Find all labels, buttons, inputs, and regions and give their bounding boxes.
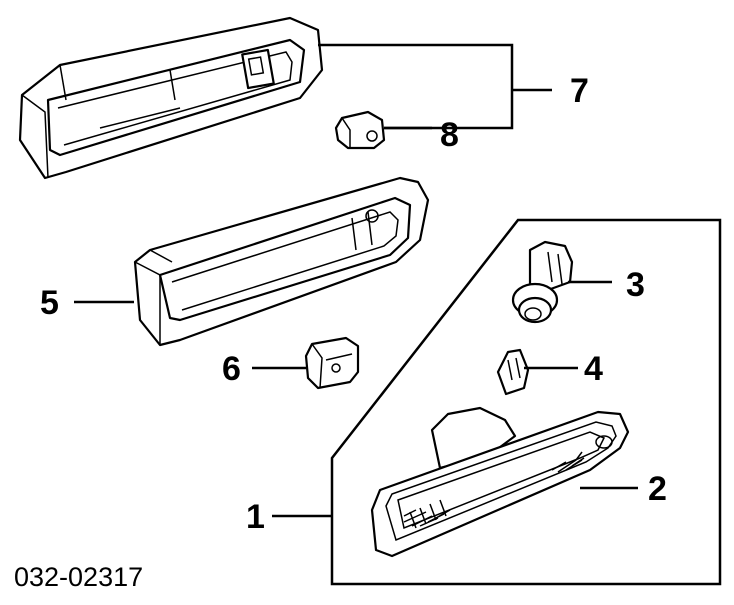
- callout-6: 6: [222, 350, 241, 388]
- part-3-socket: [511, 240, 574, 324]
- callout-1: 1: [246, 498, 265, 536]
- part-5-housing: [133, 176, 430, 347]
- part-6-clip: [304, 336, 360, 390]
- part-2-lens: [370, 406, 630, 558]
- callout-5: 5: [40, 284, 59, 322]
- part-7-gasket: [18, 16, 324, 180]
- callout-7: 7: [570, 72, 589, 110]
- callout-8: 8: [440, 116, 459, 154]
- callout-3: 3: [626, 266, 645, 304]
- figure-number: 032-02317: [14, 562, 143, 592]
- assembly-outline: [330, 218, 722, 586]
- part-4-bulb: [496, 348, 530, 396]
- callout-4: 4: [584, 350, 603, 388]
- callout-2: 2: [648, 470, 667, 508]
- leader-lines: [74, 43, 638, 518]
- part-8-clip: [334, 110, 386, 150]
